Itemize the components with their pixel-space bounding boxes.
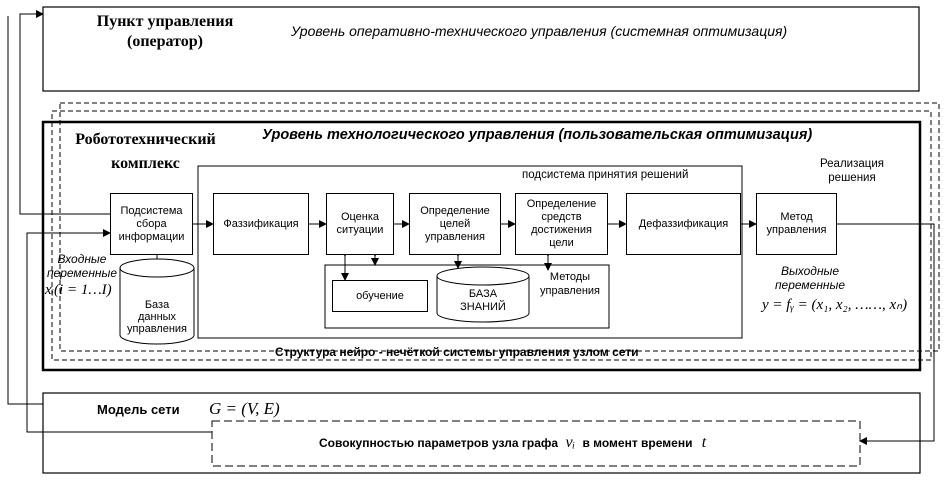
method-line2: управления <box>766 224 827 236</box>
means-line3: достижения <box>531 224 592 236</box>
params-time: t <box>701 434 707 451</box>
realization-line1: Реализация <box>820 158 884 170</box>
means-line4: цели <box>549 237 574 249</box>
methods-line1: Методы <box>549 271 591 283</box>
collection-line3: информации <box>118 230 185 243</box>
learning-label: обучение <box>356 289 404 302</box>
feedback-line-inner <box>7 16 43 405</box>
params-text-line: Совокупностью параметров узла графа vᵢ в… <box>319 434 706 452</box>
input-variables-formula: xᵢ(i = 1…I) <box>45 282 112 298</box>
assessment-line1: Оценка <box>340 211 380 223</box>
robotic-complex-title: Робототехнический комплекс <box>58 128 233 176</box>
means-line1: Определение <box>526 198 597 210</box>
feedback-line-outer <box>19 10 110 215</box>
goals-line1: Определение <box>420 204 490 217</box>
network-model-formula: G = (V, E) <box>209 399 280 418</box>
knowledge-base-label: БАЗА ЗНАНИЙ <box>437 288 529 314</box>
inputs-line1: Входные <box>57 252 107 266</box>
knowledge-base-line2: ЗНАНИЙ <box>460 301 506 313</box>
operator-title-line1: Пункт управления <box>96 13 234 30</box>
network-model-title: Модель сети <box>97 402 180 417</box>
model-to-collection-line <box>26 229 212 433</box>
control-method-block: Метод управления <box>756 193 837 255</box>
input-variables-label: Входные переменные <box>42 252 122 280</box>
decision-subsystem-label: подсистема принятия решений <box>522 169 689 181</box>
goal-definition-block: Определение целей управления <box>409 193 501 255</box>
decision-subsystem-frame <box>197 165 743 339</box>
method-output-line <box>837 223 935 445</box>
technological-level-label: Уровень технологического управления (пол… <box>262 127 813 143</box>
control-db-line2: данных <box>137 311 177 323</box>
realization-line2: решения <box>828 172 876 184</box>
robotic-complex-frame <box>41 120 922 372</box>
network-model-frame <box>42 392 921 474</box>
inputs-line2: переменные <box>46 266 118 280</box>
defuzzification-block: Дефаззификация <box>626 193 741 255</box>
fuzzification-label: Фаззификация <box>223 217 299 230</box>
learning-block: обучение <box>332 280 428 312</box>
robotic-complex-title-line2: комплекс <box>111 155 180 172</box>
collection-line2: сбора <box>136 217 167 230</box>
method-line1: Метод <box>780 211 813 223</box>
params-mid: в момент времени <box>582 436 693 450</box>
structure-caption: Структура нейро - нечёткой системы управ… <box>275 345 639 359</box>
operator-panel-frame <box>42 6 920 92</box>
outputs-line1: Выходные <box>780 264 840 278</box>
realization-label: Реализация решения <box>812 157 892 185</box>
data-collection-block: Подсистема сбора информации <box>110 193 193 255</box>
robotic-complex-title-line1: Робототехнический <box>75 131 216 148</box>
goals-line2: целей <box>439 217 471 230</box>
means-line2: средств <box>541 211 582 223</box>
methods-line2: управления <box>540 285 600 297</box>
params-var: vᵢ <box>565 434 576 451</box>
control-methods-label: Методы управления <box>533 270 607 298</box>
knowledge-base-line1: БАЗА <box>468 288 498 300</box>
knowledge-base-cylinder <box>436 266 530 323</box>
learning-group-frame <box>324 264 610 329</box>
shadow-frame-back <box>59 102 940 352</box>
control-db-label: База данных управления <box>120 299 194 335</box>
operator-title-line2: (оператор) <box>126 33 203 50</box>
control-database-cylinder <box>119 258 195 345</box>
situation-assessment-block: Оценка ситуации <box>326 193 394 255</box>
means-definition-block: Определение средств достижения цели <box>515 193 608 255</box>
goals-line3: управления <box>425 230 485 243</box>
fuzzification-block: Фаззификация <box>213 193 309 255</box>
control-db-line1: База <box>144 299 170 311</box>
collection-line1: Подсистема <box>120 204 183 217</box>
control-db-line3: управления <box>127 323 187 335</box>
operator-title: Пункт управления (оператор) <box>80 12 250 52</box>
params-text: Совокупностью параметров узла графа <box>319 436 559 450</box>
outputs-line2: переменные <box>774 278 846 292</box>
params-frame-dashed <box>211 420 861 467</box>
assessment-line2: ситуации <box>336 224 384 236</box>
operator-level-label: Уровень оперативно-технического управлен… <box>291 23 788 39</box>
output-variables-formula: y = fᵧ = (x₁, x₂, ……, xₙ) <box>762 297 908 313</box>
defuzzification-label: Дефаззификация <box>638 217 729 230</box>
shadow-frame-middle <box>51 110 932 361</box>
output-variables-label: Выходные переменные <box>770 264 850 292</box>
